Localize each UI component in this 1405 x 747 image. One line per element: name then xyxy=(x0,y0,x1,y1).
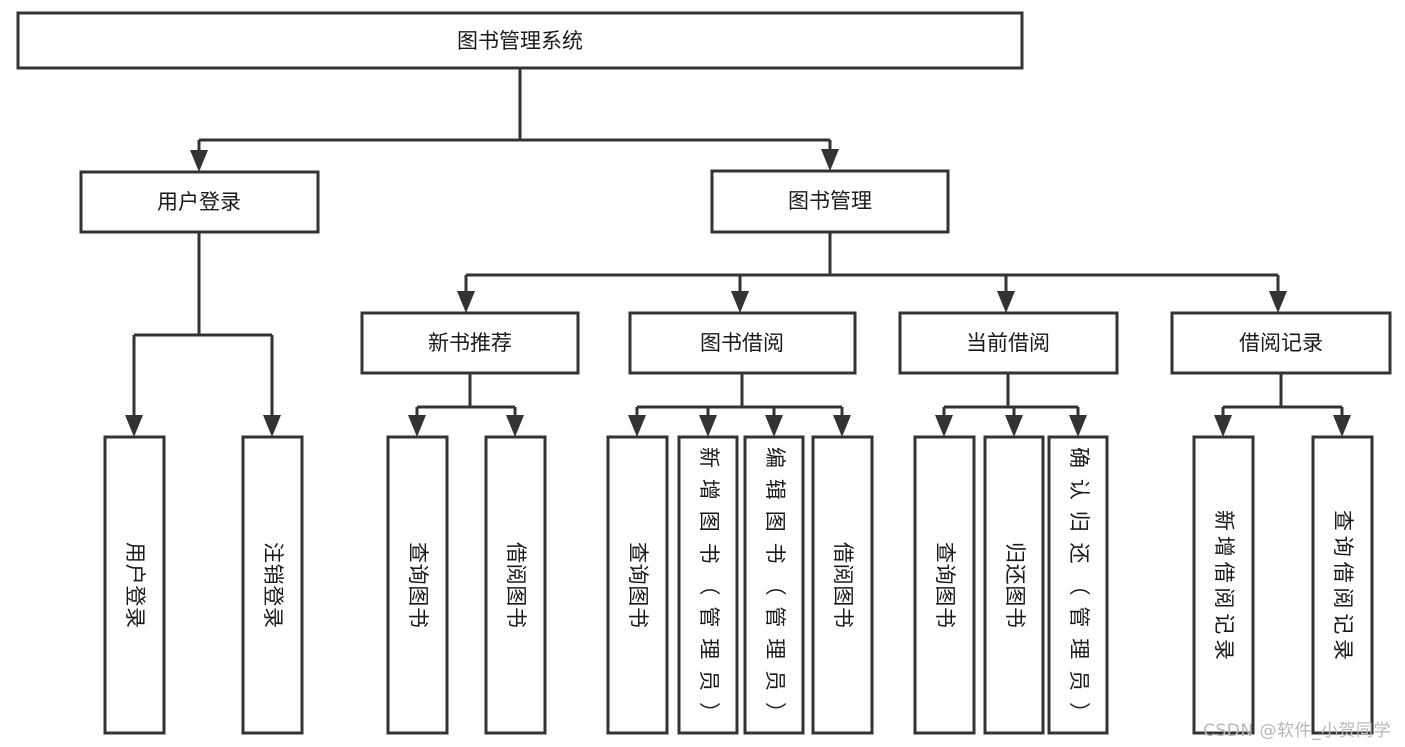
arrow-head-current xyxy=(997,291,1015,313)
node-leaf-query-borrow-record-box[interactable] xyxy=(1311,435,1374,735)
arrow-head-newbook xyxy=(457,291,475,313)
node-leaf-logout[interactable]: 注销登录 xyxy=(241,435,304,735)
arrow-head-to-login xyxy=(190,150,208,172)
arrow-head-current-confirm xyxy=(1069,415,1087,437)
node-leaf-edit-book-admin[interactable]: 编辑图书（管理员） xyxy=(743,435,805,735)
node-book-borrow-box[interactable] xyxy=(628,311,857,375)
arrow-head-current-query xyxy=(935,415,953,437)
node-leaf-logout-label: 注销登录 xyxy=(261,542,285,628)
node-user-login-box[interactable] xyxy=(79,170,320,234)
node-book-management-label: 图书管理 xyxy=(788,189,872,213)
node-borrow-record-label: 借阅记录 xyxy=(1239,331,1323,355)
node-leaf-add-borrow-record-box[interactable] xyxy=(1192,435,1255,735)
node-borrow-record-box[interactable] xyxy=(1170,311,1392,375)
node-leaf-add-book-admin-box[interactable] xyxy=(677,435,739,735)
node-leaf-query-book-borrow[interactable]: 查询图书 xyxy=(606,435,669,735)
node-leaf-edit-book-admin-label: 编辑图书（管理员） xyxy=(763,447,787,723)
arrow-head-borrow-lend xyxy=(833,415,851,437)
arrow-head-borrow-edit xyxy=(765,415,783,437)
node-leaf-borrow-book-box[interactable] xyxy=(811,435,874,735)
node-user-login[interactable]: 用户登录 xyxy=(79,170,320,234)
node-leaf-user-login-label: 用户登录 xyxy=(123,542,147,628)
node-leaf-confirm-return-admin[interactable]: 确认归还（管理员） xyxy=(1047,435,1109,735)
node-root-label: 图书管理系统 xyxy=(457,29,583,53)
arrow-head-user-login xyxy=(125,415,143,437)
arrow-head-record-query xyxy=(1333,415,1351,437)
node-leaf-query-book-current-box[interactable] xyxy=(913,435,976,735)
node-leaf-borrow-book-recommend[interactable]: 借阅图书 xyxy=(484,435,547,735)
node-root[interactable]: 图书管理系统 xyxy=(16,11,1024,70)
node-user-login-label: 用户登录 xyxy=(157,190,241,214)
node-new-book-recommend-label: 新书推荐 xyxy=(428,331,512,355)
connector-layer xyxy=(125,68,1351,437)
node-leaf-user-login[interactable]: 用户登录 xyxy=(103,435,166,735)
node-leaf-return-book-box[interactable] xyxy=(983,435,1045,735)
node-leaf-query-book-current[interactable]: 查询图书 xyxy=(913,435,976,735)
node-leaf-return-book-label: 归还图书 xyxy=(1003,542,1027,628)
arrow-head-newbook-borrow xyxy=(506,415,524,437)
node-leaf-user-login-box[interactable] xyxy=(103,435,166,735)
node-new-book-recommend[interactable]: 新书推荐 xyxy=(360,311,580,375)
arrow-head-record xyxy=(1269,291,1287,313)
node-leaf-borrow-book-recommend-label: 借阅图书 xyxy=(504,542,528,628)
arrow-head-to-bookmgmt xyxy=(821,149,839,171)
node-leaf-query-book-borrow-label: 查询图书 xyxy=(626,542,650,628)
node-borrow-record[interactable]: 借阅记录 xyxy=(1170,311,1392,375)
node-leaf-query-book-borrow-box[interactable] xyxy=(606,435,669,735)
node-leaf-query-borrow-record[interactable]: 查询借阅记录 xyxy=(1311,435,1374,735)
node-book-management-box[interactable] xyxy=(710,169,950,234)
node-leaf-borrow-book[interactable]: 借阅图书 xyxy=(811,435,874,735)
node-new-book-recommend-box[interactable] xyxy=(360,311,580,375)
arrow-head-borrow-add xyxy=(699,415,717,437)
node-leaf-add-book-admin-label: 新增图书（管理员） xyxy=(697,447,721,723)
node-leaf-query-book-current-label: 查询图书 xyxy=(933,542,957,628)
node-leaf-confirm-return-admin-label: 确认归还（管理员） xyxy=(1067,447,1091,723)
node-leaf-add-borrow-record[interactable]: 新增借阅记录 xyxy=(1192,435,1255,735)
node-leaf-edit-book-admin-box[interactable] xyxy=(743,435,805,735)
arrow-head-record-add xyxy=(1214,415,1232,437)
node-leaf-logout-box[interactable] xyxy=(241,435,304,735)
node-leaf-borrow-book-recommend-box[interactable] xyxy=(484,435,547,735)
node-leaf-add-book-admin[interactable]: 新增图书（管理员） xyxy=(677,435,739,735)
arrow-head-newbook-query xyxy=(408,415,426,437)
node-book-borrow-label: 图书借阅 xyxy=(700,331,784,355)
arrow-head-borrow xyxy=(731,291,749,313)
node-leaf-borrow-book-label: 借阅图书 xyxy=(831,542,855,628)
node-book-borrow[interactable]: 图书借阅 xyxy=(628,311,857,375)
arrow-head-borrow-query xyxy=(628,415,646,437)
arrow-head-current-return xyxy=(1005,415,1023,437)
watermark: CSDN @软件_小贺同学 xyxy=(1203,721,1391,741)
node-current-borrow[interactable]: 当前借阅 xyxy=(898,311,1119,375)
node-leaf-query-book-recommend-box[interactable] xyxy=(386,435,449,735)
node-leaf-confirm-return-admin-box[interactable] xyxy=(1047,435,1109,735)
node-current-borrow-box[interactable] xyxy=(898,311,1119,375)
node-leaf-query-book-recommend-label: 查询图书 xyxy=(406,542,430,628)
node-leaf-query-book-recommend[interactable]: 查询图书 xyxy=(386,435,449,735)
node-current-borrow-label: 当前借阅 xyxy=(966,331,1050,355)
arrow-head-logout xyxy=(263,415,281,437)
node-book-management[interactable]: 图书管理 xyxy=(710,169,950,234)
node-root-box[interactable] xyxy=(16,11,1024,70)
node-leaf-return-book[interactable]: 归还图书 xyxy=(983,435,1045,735)
